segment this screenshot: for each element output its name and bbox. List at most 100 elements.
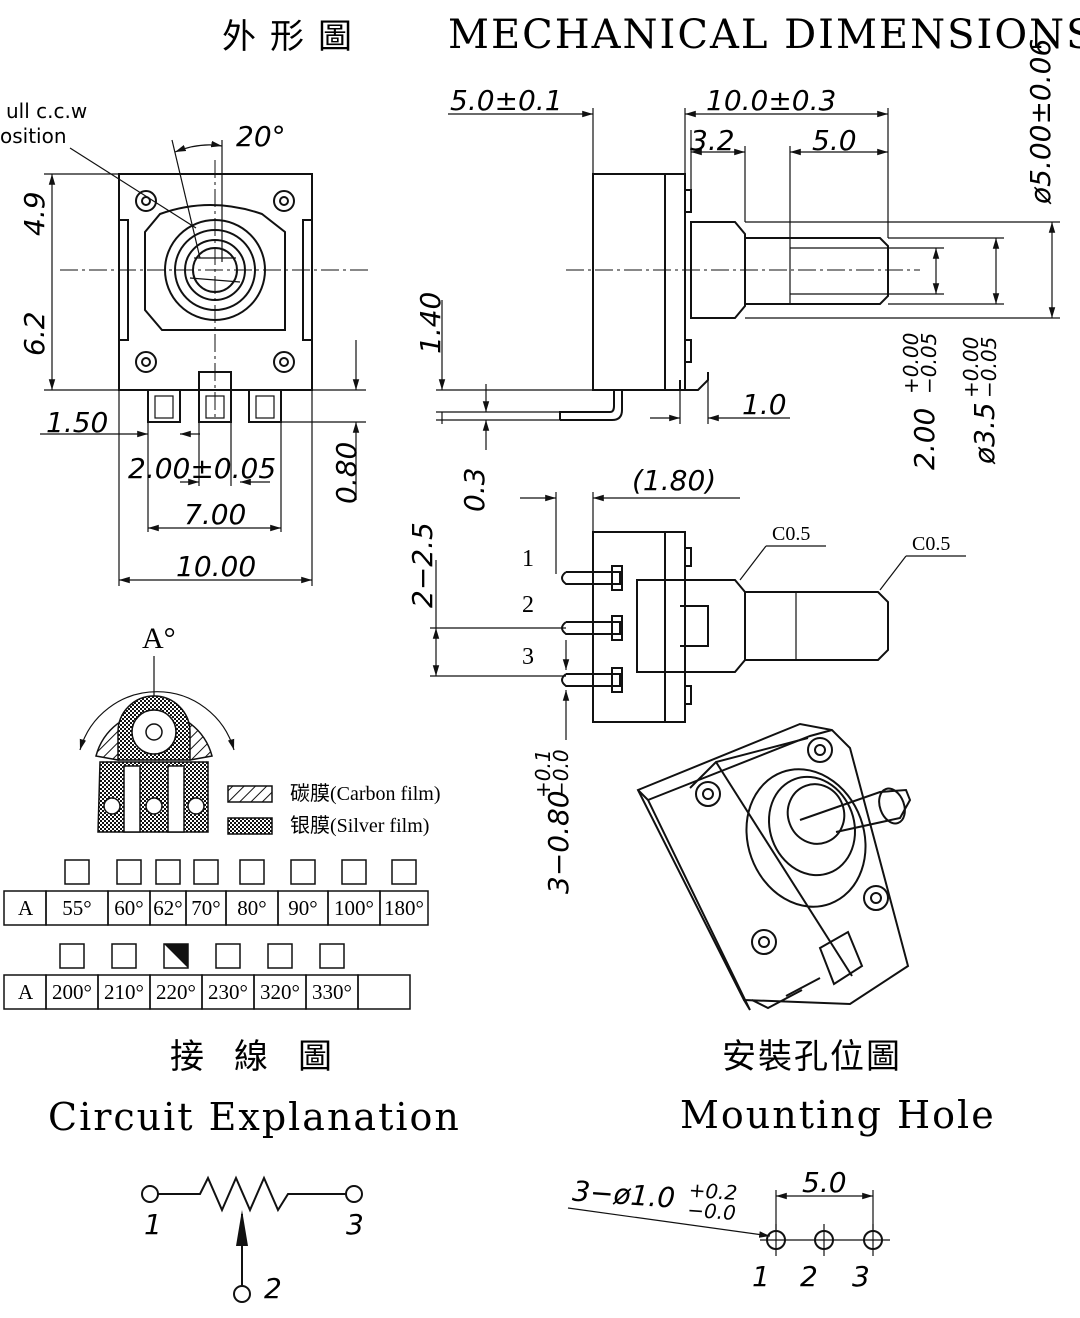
table-row-label: A <box>18 980 34 1004</box>
rotation-diagram: A° 碳膜(Carbon film) 银膜(Silver film) <box>79 622 441 837</box>
angle-checkbox[interactable] <box>319 943 345 969</box>
dim-shaft-dia-dn: −0.05 <box>977 337 1001 398</box>
dim-top: 4.9 <box>18 191 51 236</box>
angle-checkbox[interactable] <box>215 943 241 969</box>
angle-value: 55° <box>62 896 91 920</box>
angle-label: 20° <box>236 120 286 153</box>
angle-value: 210° <box>104 980 144 1004</box>
dim-shaft: 5.0 <box>812 124 857 157</box>
angle-value: 320° <box>260 980 300 1004</box>
angle-checkbox[interactable] <box>193 859 219 885</box>
mounting-title-cn: 安裝孔位圖 <box>722 1037 902 1077</box>
mounting-section: 安裝孔位圖 Mounting Hole 3−ø1.0 +0.2 −0.0 5.0… <box>567 1037 996 1293</box>
dim-shaft-total: 10.0±0.3 <box>706 84 836 117</box>
dim-span: 7.00 <box>184 498 246 531</box>
dim-pin-len: 0.80 <box>330 442 363 504</box>
angle-table-1: A 55° 60° 62° 70° 80° 90° 100° 180° <box>3 859 429 926</box>
dim-diameter: ø5.00±0.06 <box>1024 39 1057 205</box>
legend-carbon: 碳膜(Carbon film) <box>290 782 441 805</box>
hole-pitch: 5.0 <box>802 1166 847 1199</box>
dim-thickness: 0.3 <box>458 467 491 512</box>
bottom-view: 1 2 3 C0.5 C0.5 (1.80) 2−2.5 3−0.80 +0.1… <box>406 464 966 894</box>
angle-value: 220° <box>156 980 196 1004</box>
resistor-symbol <box>158 1175 346 1213</box>
dim-flat-tol-dn: −0.05 <box>917 333 941 394</box>
dim-flat: 2.00 <box>908 408 941 470</box>
dim-pin-offset: 1.50 <box>46 406 108 439</box>
circuit-title-en: Circuit Explanation <box>48 1095 461 1139</box>
ccw-note-line1: ull c.c.w <box>6 99 87 123</box>
pin-label-1: 1 <box>522 546 534 572</box>
dim-height: 1.40 <box>414 292 447 354</box>
dim-bushing: 3.2 <box>690 124 735 157</box>
hole-spec-up: +0.2 <box>688 1178 738 1205</box>
dim-pitch: 2.00±0.05 <box>128 452 276 485</box>
title-cn: 外形圖 <box>222 17 366 57</box>
dim-pin-pitch: 2−2.5 <box>406 522 439 608</box>
angle-value: 80° <box>237 896 266 920</box>
pin-label-3: 3 <box>522 644 534 670</box>
dim-shaft-dia: ø3.5 <box>968 402 1001 465</box>
chamfer-1: C0.5 <box>772 523 810 545</box>
circuit-section: 接線圖 Circuit Explanation 1 3 2 <box>48 1037 461 1305</box>
angle-cell <box>379 890 429 926</box>
angle-checkbox[interactable] <box>341 859 367 885</box>
hole-label-2: 2 <box>800 1260 818 1293</box>
legend-silver: 银膜(Silver film) <box>290 814 429 837</box>
isometric-view <box>636 722 912 1011</box>
circuit-title-cn: 接線圖 <box>170 1037 362 1077</box>
legend-silver-swatch <box>227 817 273 835</box>
angle-checkbox[interactable] <box>64 859 90 885</box>
circuit-terminal-3: 3 <box>346 1208 364 1241</box>
angle-checkbox[interactable] <box>116 859 142 885</box>
angle-value: 60° <box>114 896 143 920</box>
hole-label-1: 1 <box>752 1260 770 1293</box>
dim-shaft-dia-up: +0.00 <box>959 337 983 398</box>
table-row-label: A <box>18 896 34 920</box>
angle-checkbox[interactable] <box>111 943 137 969</box>
angle-value: 230° <box>208 980 248 1004</box>
pin-2 <box>561 615 623 641</box>
angle-value: 70° <box>191 896 220 920</box>
angle-value: 90° <box>288 896 317 920</box>
angle-value: 200° <box>52 980 92 1004</box>
dim-pin-width-up: +0.1 <box>531 749 555 798</box>
front-view: ull c.c.w osition 20° 4.9 6.2 <box>0 99 372 586</box>
angle-checkbox[interactable] <box>239 859 265 885</box>
dim-body: 5.0±0.1 <box>450 84 563 117</box>
title-en: MECHANICAL DIMENSIONS <box>448 12 1080 58</box>
pin-label-2: 2 <box>522 592 534 618</box>
angle-value: 180° <box>384 896 424 920</box>
angle-table-2: A 200° 210° 220° 230° 320° 330° <box>3 943 411 1010</box>
hole-label-3: 3 <box>852 1260 870 1293</box>
pin-1 <box>561 565 623 591</box>
circuit-terminal-2: 2 <box>264 1272 282 1305</box>
angle-checkbox[interactable] <box>290 859 316 885</box>
angle-cell <box>357 974 411 1010</box>
circuit-terminal-1: 1 <box>144 1208 162 1241</box>
mounting-title-en: Mounting Hole <box>680 1093 996 1137</box>
chamfer-2: C0.5 <box>912 533 950 555</box>
dim-foot: 1.0 <box>742 388 787 421</box>
dim-offset: (1.80) <box>632 464 716 497</box>
angle-value: 62° <box>153 896 182 920</box>
legend-carbon-swatch <box>227 785 273 803</box>
angle-checkbox[interactable] <box>391 859 417 885</box>
dim-pin-width: 3−0.80 <box>542 790 575 894</box>
hole-spec: 3−ø1.0 <box>571 1175 676 1215</box>
ccw-note-line2: osition <box>0 124 67 148</box>
angle-value: 100° <box>334 896 374 920</box>
rotation-label: A° <box>142 622 176 655</box>
angle-checkbox[interactable] <box>59 943 85 969</box>
angle-value: 330° <box>312 980 352 1004</box>
side-view: 5.0±0.1 10.0±0.3 3.2 5.0 ø5.00±0.06 2.00… <box>414 39 1060 512</box>
dim-bottom: 6.2 <box>18 311 51 356</box>
dim-pin-width-dn: −0.0 <box>549 749 573 798</box>
angle-checkbox[interactable] <box>267 943 293 969</box>
angle-checkbox[interactable] <box>155 859 181 885</box>
hole-spec-dn: −0.0 <box>687 1198 737 1225</box>
dim-flat-tol-up: +0.00 <box>899 333 923 394</box>
checkbox-checked-mark <box>164 944 188 968</box>
dim-width: 10.00 <box>176 550 256 583</box>
